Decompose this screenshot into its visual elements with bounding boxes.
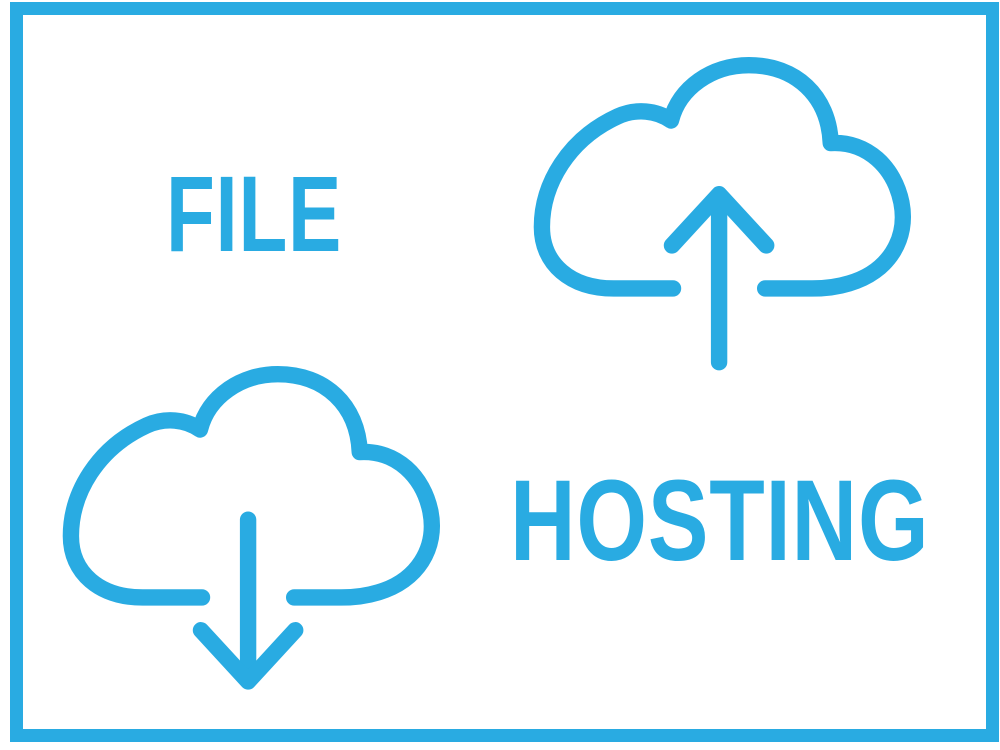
border-frame: [10, 2, 999, 742]
file-label: FILE: [166, 153, 343, 274]
cloud-upload-icon: [515, 57, 915, 395]
hosting-label: HOSTING: [510, 457, 930, 585]
cloud-download-icon: [44, 366, 444, 704]
